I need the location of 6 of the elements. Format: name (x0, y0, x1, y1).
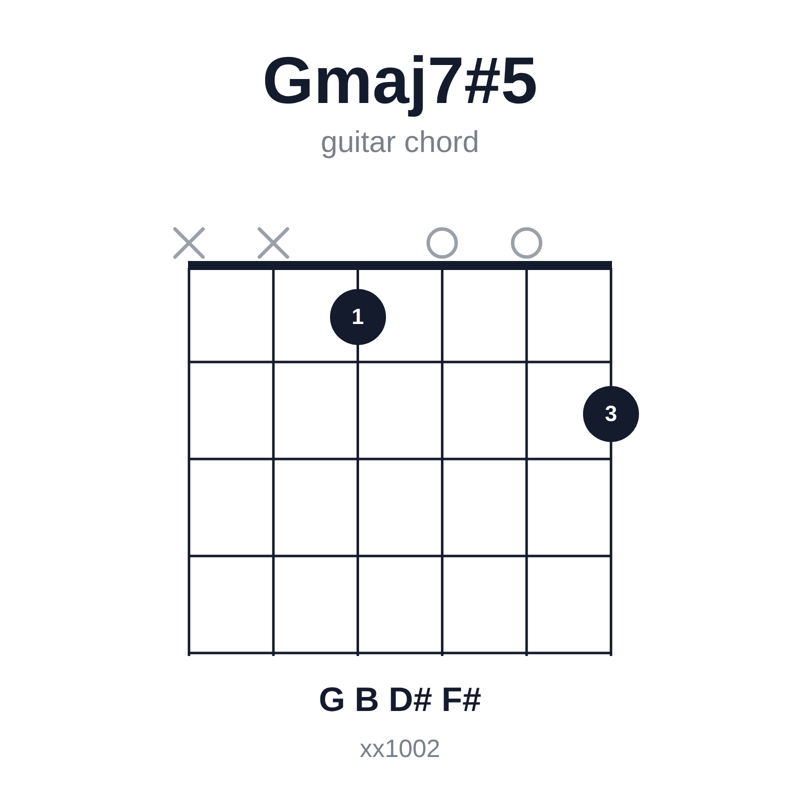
subtitle: guitar chord (320, 126, 480, 160)
chord-notes: G B D# F# (318, 681, 482, 720)
finger-dot: 3 (583, 386, 639, 442)
fingering-code: xx1002 (360, 735, 440, 764)
finger-dot: 1 (330, 288, 386, 344)
chord-title: Gmaj7#5 (262, 42, 538, 118)
